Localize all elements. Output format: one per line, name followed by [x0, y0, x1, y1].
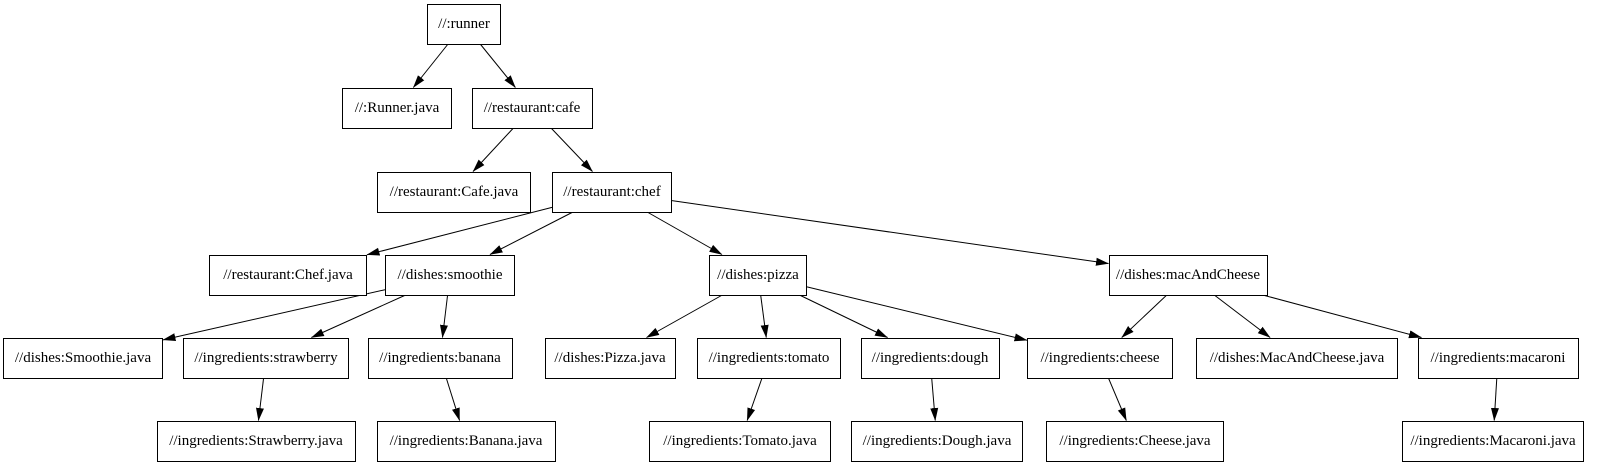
node-label: //restaurant:chef [563, 183, 661, 200]
node-label: //ingredients:Cheese.java [1059, 432, 1211, 449]
edge-dough-to-dough_java [930, 378, 939, 421]
graph-node-tomato_java: //ingredients:Tomato.java [649, 420, 831, 462]
graph-node-cheese_java: //ingredients:Cheese.java [1046, 420, 1224, 462]
edge-strawberry-to-strawberry_java [255, 378, 265, 421]
node-label: //dishes:Pizza.java [554, 349, 666, 366]
node-label: //:runner [438, 15, 490, 32]
graph-node-strawberry_java: //ingredients:Strawberry.java [156, 420, 356, 462]
graph-node-banana_java: //ingredients:Banana.java [376, 420, 556, 462]
node-label: //ingredients:strawberry [194, 349, 338, 366]
node-label: //ingredients:dough [871, 349, 989, 366]
node-label: //ingredients:cheese [1040, 349, 1160, 366]
node-label: //ingredients:Banana.java [389, 432, 543, 449]
edge-banana-to-banana_java [445, 378, 461, 421]
edge-pizza-to-pizza_java [646, 295, 722, 338]
graph-node-smoothie_java: //dishes:Smoothie.java [3, 337, 163, 379]
edge-smoothie-to-smoothie_java [162, 289, 386, 342]
node-label: //ingredients:tomato [708, 349, 830, 366]
graph-node-mac_and_cheese_java: //dishes:MacAndCheese.java [1196, 337, 1398, 379]
node-label: //restaurant:Cafe.java [389, 183, 519, 200]
edge-pizza-to-cheese [806, 286, 1028, 342]
graph-node-runner: //:runner [427, 3, 501, 45]
node-label: //:Runner.java [354, 99, 440, 116]
node-label: //ingredients:Strawberry.java [169, 432, 343, 449]
edge-chef-to-smoothie [489, 212, 573, 255]
edge-chef-to-mac_and_cheese [671, 200, 1109, 266]
graph-node-tomato: //ingredients:tomato [697, 337, 841, 379]
graph-node-macaroni_java: //ingredients:Macaroni.java [1402, 420, 1584, 462]
edge-cheese-to-cheese_java [1108, 378, 1127, 421]
graph-node-dough: //ingredients:dough [860, 337, 1000, 379]
edge-cafe-to-chef [551, 128, 593, 172]
graph-node-runner_java: //:Runner.java [342, 87, 452, 129]
graph-node-cafe_java: //restaurant:Cafe.java [377, 171, 531, 213]
node-label: //ingredients:Macaroni.java [1410, 432, 1576, 449]
edge-mac_and_cheese-to-cheese [1121, 295, 1167, 338]
node-label: //dishes:pizza [717, 266, 799, 283]
edge-tomato-to-tomato_java [746, 378, 763, 421]
edge-pizza-to-dough [800, 295, 888, 338]
node-label: //restaurant:Chef.java [223, 266, 353, 283]
graph-node-cheese: //ingredients:cheese [1027, 337, 1173, 379]
node-label: //ingredients:banana [379, 349, 501, 366]
edge-macaroni-to-macaroni_java [1490, 378, 1499, 421]
edge-chef-to-chef_java [366, 206, 553, 256]
graph-node-macaroni: //ingredients:macaroni [1417, 337, 1579, 379]
graph-node-banana: //ingredients:banana [367, 337, 513, 379]
node-label: //dishes:Smoothie.java [14, 349, 152, 366]
graph-node-cafe: //restaurant:cafe [471, 87, 593, 129]
graph-node-pizza_java: //dishes:Pizza.java [544, 337, 676, 379]
graph-node-chef: //restaurant:chef [552, 171, 672, 213]
edge-smoothie-to-strawberry [310, 295, 405, 338]
edge-pizza-to-tomato [760, 295, 769, 338]
edge-mac_and_cheese-to-macaroni [1264, 295, 1422, 339]
node-label: //restaurant:cafe [483, 99, 581, 116]
node-label: //dishes:macAndCheese [1115, 266, 1261, 283]
node-label: //dishes:MacAndCheese.java [1209, 349, 1385, 366]
graph-node-chef_java: //restaurant:Chef.java [209, 254, 367, 296]
edge-runner-to-runner_java [412, 44, 449, 88]
graph-node-dough_java: //ingredients:Dough.java [851, 420, 1023, 462]
edge-cafe-to-cafe_java [472, 128, 514, 172]
node-label: //dishes:smoothie [397, 266, 503, 283]
edge-runner-to-cafe [480, 44, 516, 88]
node-label: //ingredients:Tomato.java [663, 432, 817, 449]
graph-node-pizza: //dishes:pizza [709, 254, 807, 296]
graph-node-mac_and_cheese: //dishes:macAndCheese [1108, 254, 1268, 296]
graph-node-strawberry: //ingredients:strawberry [183, 337, 349, 379]
edge-smoothie-to-banana [439, 295, 449, 338]
edge-chef-to-pizza [647, 212, 723, 255]
graph-node-smoothie: //dishes:smoothie [385, 254, 515, 296]
edge-mac_and_cheese-to-mac_and_cheese_java [1214, 295, 1271, 338]
node-label: //ingredients:Dough.java [862, 432, 1012, 449]
node-label: //ingredients:macaroni [1430, 349, 1566, 366]
